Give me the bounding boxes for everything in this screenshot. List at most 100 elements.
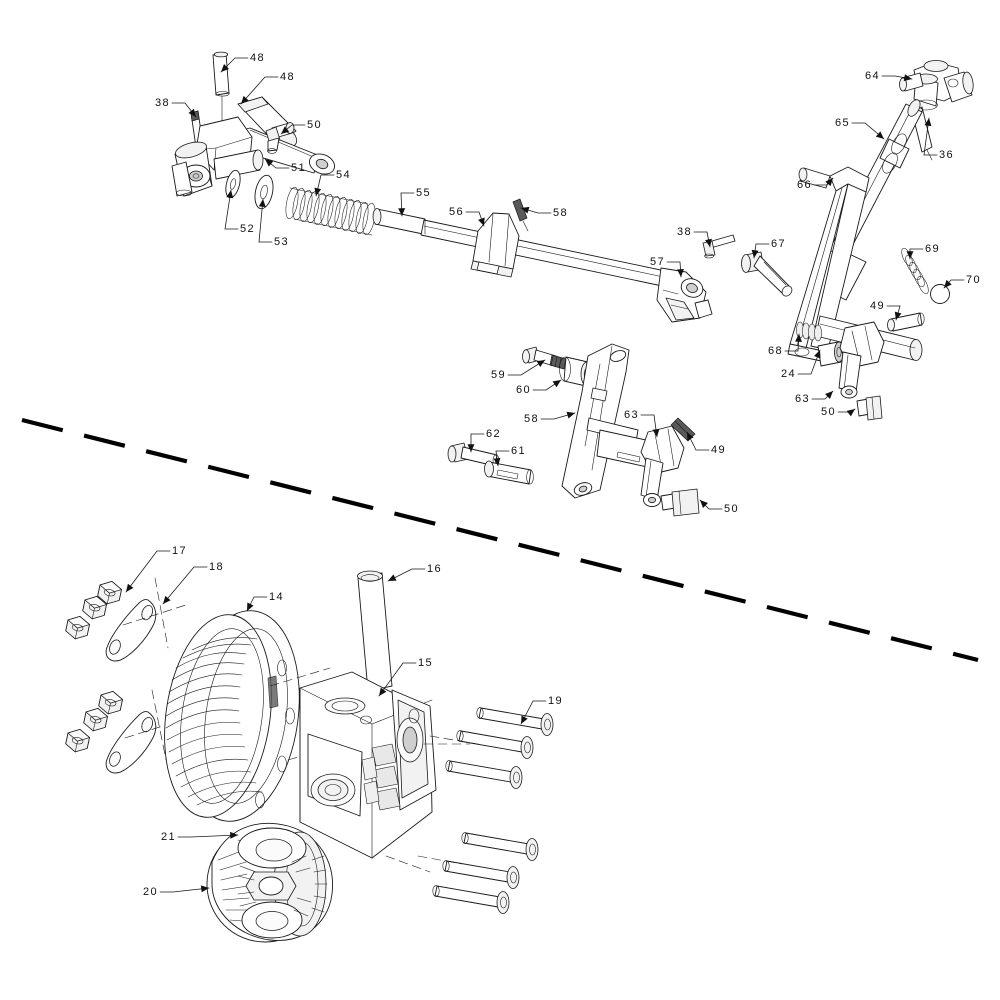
leader-arrowhead xyxy=(846,409,855,417)
part-58-bracket-pin xyxy=(512,198,529,232)
leader-arrowhead xyxy=(906,251,914,259)
part-50-hex-bolt-a xyxy=(265,122,295,154)
leader-line xyxy=(923,117,938,156)
part-16-pinion-shaft xyxy=(357,570,393,707)
callout-number: 62 xyxy=(486,428,501,440)
part-19-socket-head-bolts xyxy=(417,707,554,914)
leader-arrowhead xyxy=(467,444,475,452)
part-54-compression-spring xyxy=(285,186,376,236)
leader-line xyxy=(520,700,547,725)
callout-62: 62 xyxy=(467,428,501,453)
callout-number: 61 xyxy=(511,445,526,457)
part-67-flange-bolt xyxy=(741,251,793,297)
callout-number: 20 xyxy=(143,886,158,898)
callout-number: 55 xyxy=(416,187,431,199)
leader-line xyxy=(240,76,279,105)
part-17-hex-nuts xyxy=(64,578,125,755)
leader-arrowhead xyxy=(200,885,209,893)
leader-line xyxy=(224,189,239,230)
leader-arrowhead xyxy=(314,187,322,196)
leader-line xyxy=(258,198,273,243)
callout-number: 56 xyxy=(449,206,464,218)
callout-64: 64 xyxy=(865,70,913,82)
callout-number: 38 xyxy=(677,226,692,238)
callout-59: 59 xyxy=(491,359,546,381)
callout-68: 68 xyxy=(768,333,803,357)
callout-50: 50 xyxy=(280,119,321,135)
leader-line xyxy=(125,550,171,593)
callout-number: 51 xyxy=(291,162,306,174)
leader-arrowhead xyxy=(552,380,561,388)
leader-arrowhead xyxy=(247,602,254,611)
callout-66: 66 xyxy=(797,177,834,191)
leader-arrowhead xyxy=(478,217,485,226)
leader-arrowhead xyxy=(903,74,912,82)
callout-19: 19 xyxy=(520,695,563,725)
leader-line xyxy=(159,887,210,893)
callout-number: 60 xyxy=(516,384,531,396)
differential-ring-gear-assembly xyxy=(64,570,554,943)
callout-51: 51 xyxy=(264,158,306,174)
part-63-linkage-lever-b xyxy=(838,321,885,399)
leader-arrowhead xyxy=(493,457,501,466)
part-21-side-gear xyxy=(237,827,307,939)
callout-number: 63 xyxy=(795,393,810,405)
leader-arrowhead xyxy=(795,334,803,342)
callout-36: 36 xyxy=(923,117,953,161)
leader-arrowhead xyxy=(241,95,249,104)
callout-58: 58 xyxy=(520,206,568,219)
part-50-hex-bolt-c xyxy=(660,488,700,517)
callout-20: 20 xyxy=(143,885,210,898)
callout-38: 38 xyxy=(677,226,712,248)
leader-arrowhead xyxy=(536,360,545,368)
part-64-shift-knob-joint xyxy=(899,60,974,111)
callout-number: 53 xyxy=(274,236,289,248)
part-57-universal-joint xyxy=(656,267,713,323)
callout-number: 15 xyxy=(418,657,433,669)
leader-line xyxy=(378,662,417,697)
leader-arrowhead xyxy=(163,595,171,604)
part-20-differential-gear-set xyxy=(206,823,333,943)
callout-number: 50 xyxy=(724,503,739,515)
callout-63: 63 xyxy=(795,390,834,405)
leader-arrowhead xyxy=(700,500,708,508)
callout-number: 19 xyxy=(548,695,563,707)
callout-55: 55 xyxy=(398,187,431,217)
callout-number: 58 xyxy=(553,207,568,219)
callout-number: 63 xyxy=(624,409,639,421)
callout-number: 67 xyxy=(771,238,786,250)
leader-arrowhead xyxy=(126,583,134,592)
callout-50: 50 xyxy=(821,406,856,418)
part-58-pedal-arm xyxy=(561,343,661,499)
callout-number: 24 xyxy=(781,368,796,380)
leader-arrowhead xyxy=(398,208,406,216)
part-61-spacer-pin xyxy=(484,460,534,485)
callout-number: 18 xyxy=(209,561,224,573)
part-14-ring-gear xyxy=(164,610,349,822)
leader-line xyxy=(851,122,885,140)
part-63-linkage-lever-a xyxy=(640,425,685,507)
leader-arrowhead xyxy=(705,238,712,247)
callout-69: 69 xyxy=(906,243,940,260)
part-15-differential-case xyxy=(299,671,471,873)
callout-number: 17 xyxy=(172,545,187,557)
callout-number: 49 xyxy=(711,444,726,456)
leader-arrowhead xyxy=(875,131,884,139)
leader-arrowhead xyxy=(687,432,694,441)
callout-number: 59 xyxy=(491,369,506,381)
leader-arrowhead xyxy=(825,391,833,399)
callout-number: 69 xyxy=(925,243,940,255)
leader-arrowhead xyxy=(751,249,759,258)
part-70-detent-ball xyxy=(930,284,950,304)
callout-60: 60 xyxy=(516,379,562,396)
leader-arrowhead xyxy=(924,118,932,127)
callout-number: 50 xyxy=(821,406,836,418)
callout-number: 70 xyxy=(966,274,981,286)
leader-arrowhead xyxy=(281,126,290,134)
leader-arrowhead xyxy=(188,108,196,117)
callout-38: 38 xyxy=(155,97,197,118)
callout-61: 61 xyxy=(493,445,526,467)
